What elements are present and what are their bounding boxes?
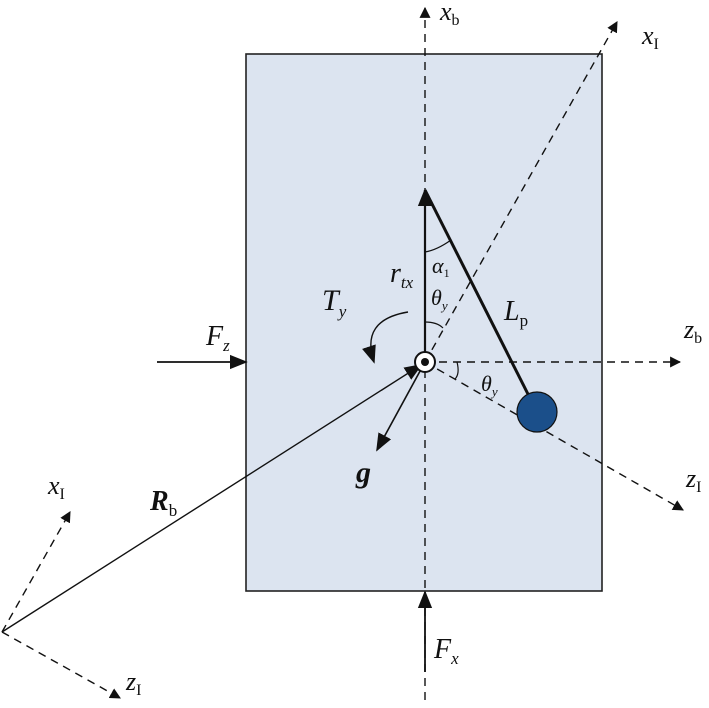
label-Fx: Fx: [433, 634, 459, 668]
label-zb: zb: [683, 315, 702, 347]
label-zI-frame: zI: [125, 667, 141, 699]
label-theta-lower: θy: [481, 371, 498, 399]
label-g: g: [355, 456, 371, 489]
pendulum-rod: [423, 189, 539, 413]
theta-upper-angle-arc: [424, 321, 444, 329]
label-zI-right: zI: [685, 464, 701, 496]
xI-rotated-axis: [424, 21, 618, 363]
rb-vector: [1, 364, 423, 633]
zI-rotated-axis: [424, 361, 684, 511]
pivot-center: [421, 358, 429, 366]
label-Lp: Lp: [503, 296, 528, 330]
label-Ty: Ty: [322, 284, 347, 321]
label-Fz: Fz: [205, 321, 230, 355]
xI-frame-axis: [1, 511, 71, 633]
gravity-vector: [376, 361, 426, 452]
pendulum-mass: [516, 391, 558, 433]
zI-frame-axis: [1, 631, 121, 699]
theta-lower-angle-arc: [454, 361, 459, 380]
torque-arc: [362, 311, 409, 364]
alpha1-angle-arc: [424, 239, 452, 253]
label-rtx: rtx: [390, 258, 414, 292]
label-alpha1: α1: [432, 253, 450, 280]
label-xI-top: xI: [641, 21, 659, 53]
label-Rb: Rb: [149, 486, 177, 520]
label-xI-frame: xI: [47, 471, 65, 503]
label-theta-upper: θy: [431, 285, 448, 313]
label-xb: xb: [439, 0, 460, 29]
